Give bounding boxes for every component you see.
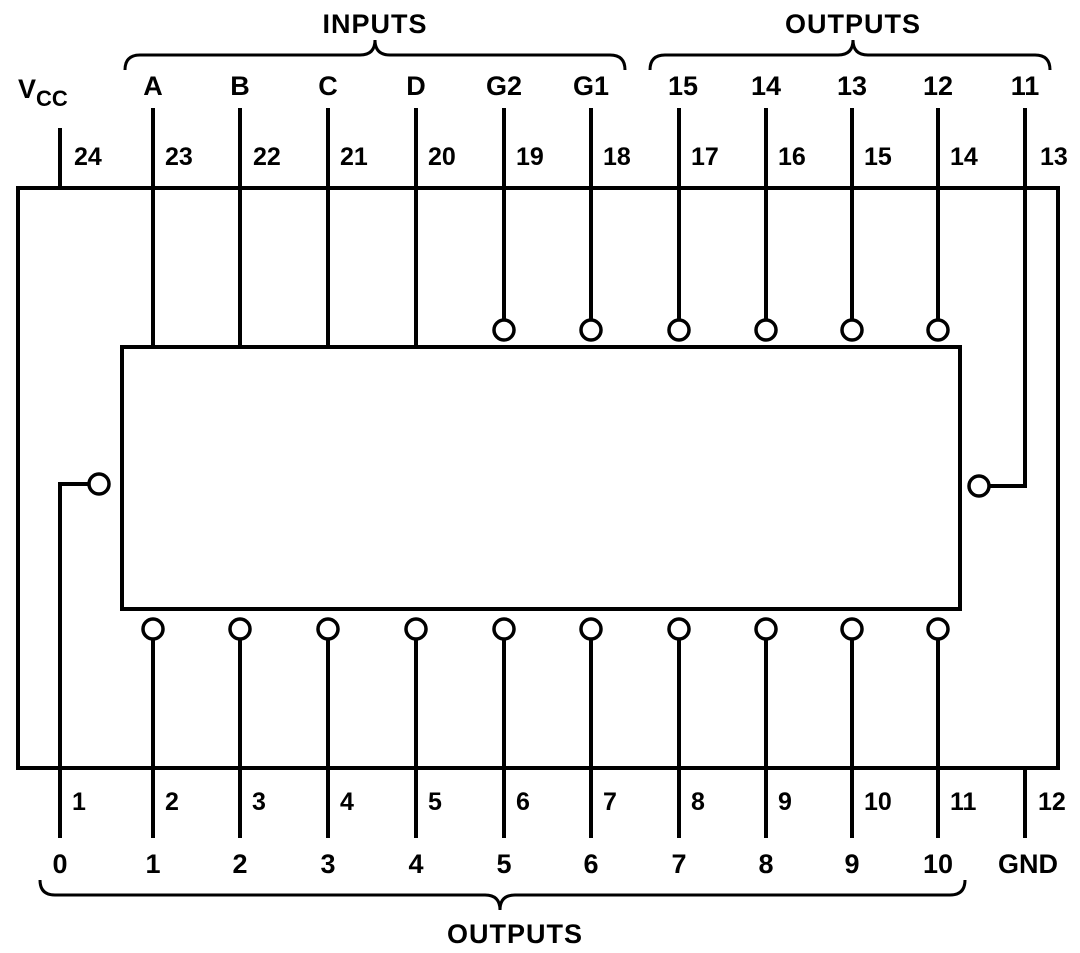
signal-output-0-label: 0 — [52, 849, 67, 879]
inversion-bubble — [754, 318, 778, 342]
pin-number-21: 21 — [340, 143, 368, 171]
signal-output-10-label: 10 — [923, 849, 953, 879]
pin-number-13: 13 — [1040, 143, 1068, 171]
signal-output-2-label: 2 — [232, 849, 247, 879]
top-outputs-group-label: OUTPUTS — [785, 9, 921, 39]
pin-number-6: 6 — [516, 788, 530, 816]
inversion-bubble — [667, 617, 691, 641]
signal-output-9-label: 9 — [844, 849, 859, 879]
signal-output-3-label: 3 — [320, 849, 335, 879]
inversion-bubble — [840, 617, 864, 641]
signal-g1-label: G1 — [573, 71, 609, 101]
pin-number-14: 14 — [950, 143, 978, 171]
pin-number-4: 4 — [340, 788, 354, 816]
signal-output-5-label: 5 — [496, 849, 511, 879]
inversion-bubble — [967, 474, 991, 498]
pin-number-12: 12 — [1038, 788, 1066, 816]
signal-output-15-label: 15 — [668, 71, 698, 101]
inversion-bubble — [316, 617, 340, 641]
inversion-bubble — [667, 318, 691, 342]
pin-number-10: 10 — [864, 788, 892, 816]
inversion-bubble — [840, 318, 864, 342]
signal-output-6-label: 6 — [583, 849, 598, 879]
top-outputs-brace — [648, 39, 1052, 71]
signal-a-label: A — [143, 71, 163, 101]
inputs-brace — [123, 39, 627, 71]
inversion-bubble — [926, 318, 950, 342]
signal-b-label: B — [230, 71, 250, 101]
inversion-bubble — [492, 617, 516, 641]
inversion-bubble — [492, 318, 516, 342]
pin-number-8: 8 — [691, 788, 705, 816]
signal-vcc-sub: CC — [36, 86, 68, 111]
pin-number-5: 5 — [428, 788, 442, 816]
bottom-outputs-brace — [38, 879, 967, 911]
inversion-bubble — [926, 617, 950, 641]
pin-1-lead — [58, 482, 88, 838]
inversion-bubble — [228, 617, 252, 641]
signal-output-8-label: 8 — [758, 849, 773, 879]
signal-output-4-label: 4 — [408, 849, 423, 879]
signal-gnd-label: GND — [998, 849, 1058, 879]
signal-g2-label: G2 — [486, 71, 522, 101]
pin-number-1: 1 — [72, 788, 86, 816]
inversion-bubble — [404, 617, 428, 641]
inversion-bubble — [579, 617, 603, 641]
signal-vcc-main: V — [18, 74, 36, 104]
pin-number-17: 17 — [691, 143, 719, 171]
signal-c-label: C — [318, 71, 338, 101]
signal-vcc-label: VCC — [18, 74, 68, 111]
inversion-bubble — [141, 617, 165, 641]
pin-number-24: 24 — [74, 143, 102, 171]
bottom-outputs-group-label: OUTPUTS — [447, 919, 583, 949]
package-outline — [16, 186, 1060, 770]
pin-number-15: 15 — [864, 143, 892, 171]
pin-number-9: 9 — [778, 788, 792, 816]
pin-number-20: 20 — [428, 143, 456, 171]
signal-output-11-label: 11 — [1011, 71, 1040, 101]
pin-number-3: 3 — [252, 788, 266, 816]
pin-number-22: 22 — [253, 143, 281, 171]
pin-number-2: 2 — [165, 788, 179, 816]
pin-number-23: 23 — [165, 143, 193, 171]
signal-output-12-label: 12 — [923, 71, 953, 101]
signal-output-13-label: 13 — [837, 71, 867, 101]
inversion-bubble — [579, 318, 603, 342]
inversion-bubble — [87, 472, 111, 496]
inversion-bubble — [754, 617, 778, 641]
pin-number-11: 11 — [950, 788, 977, 816]
pin-number-7: 7 — [603, 788, 617, 816]
inputs-group-label: INPUTS — [322, 9, 427, 39]
signal-d-label: D — [406, 71, 426, 101]
pin-number-18: 18 — [603, 143, 631, 171]
signal-output-7-label: 7 — [671, 849, 686, 879]
decoder-block — [120, 345, 962, 611]
pin-13-lead — [990, 108, 1027, 488]
pin-number-19: 19 — [516, 143, 544, 171]
signal-output-1-label: 1 — [145, 849, 160, 879]
pin-number-16: 16 — [778, 143, 806, 171]
signal-output-14-label: 14 — [751, 71, 781, 101]
